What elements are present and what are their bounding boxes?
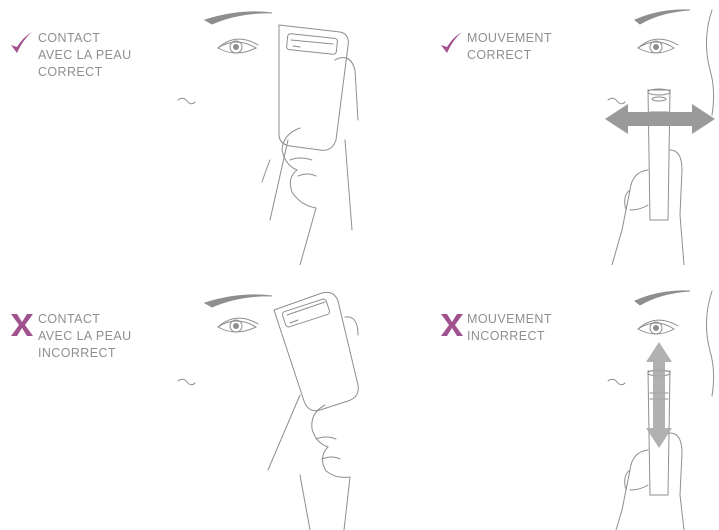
face-device-contact-correct-illustration [0,0,359,265]
panel-contact-correct: CONTACT AVEC LA PEAU CORRECT [0,0,359,265]
panel-movement-incorrect: MOUVEMENT INCORRECT [360,265,719,530]
face-device-horizontal-movement-illustration [360,0,719,265]
panel-movement-correct: MOUVEMENT CORRECT [360,0,719,265]
face-device-vertical-movement-illustration [360,265,719,530]
panel-contact-incorrect: CONTACT AVEC LA PEAU INCORRECT [0,265,359,530]
face-device-contact-incorrect-illustration [0,265,359,530]
